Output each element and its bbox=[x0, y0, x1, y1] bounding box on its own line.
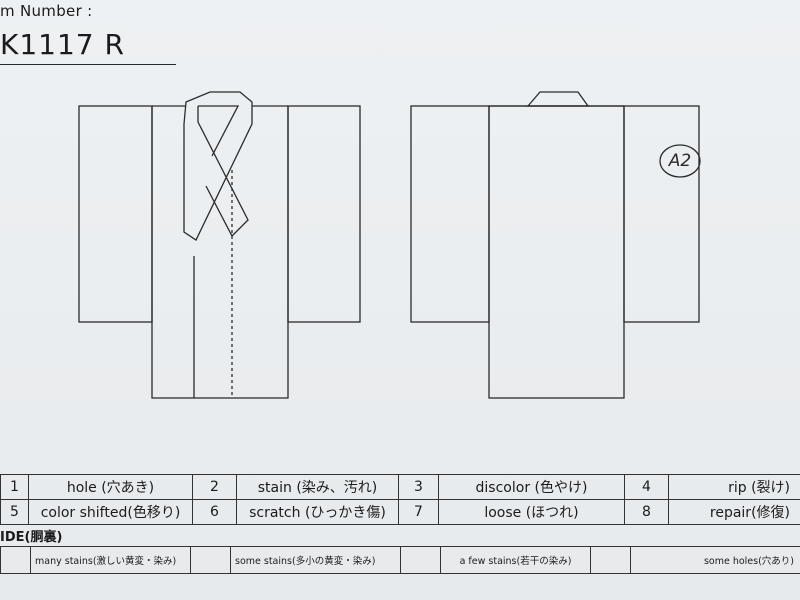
legend-row: 5 color shifted(色移り) 6 scratch (ひっかき傷) 7… bbox=[0, 499, 800, 525]
inside-lining-options: many stains(激しい黄変・染み) some stains(多小の黄変・… bbox=[0, 546, 800, 574]
inside-checkbox[interactable] bbox=[0, 546, 31, 574]
inside-lining-title: IDE(胴裏) bbox=[0, 530, 63, 545]
front-collar-inner-left bbox=[197, 106, 249, 238]
legend-num: 7 bbox=[398, 499, 439, 525]
legend-text: color shifted(色移り) bbox=[28, 499, 193, 525]
legend-text: rip (裂け) bbox=[668, 474, 800, 500]
kimono-back bbox=[410, 91, 700, 399]
legend-num: 4 bbox=[624, 474, 669, 500]
item-number-rule bbox=[0, 64, 176, 65]
grade-circle bbox=[659, 144, 701, 178]
legend-num: 2 bbox=[192, 474, 237, 500]
back-collar bbox=[526, 91, 590, 107]
inside-checkbox[interactable] bbox=[590, 546, 631, 574]
front-right-sleeve bbox=[287, 105, 361, 323]
inside-option: a few stains(若干の染み) bbox=[440, 546, 591, 574]
legend-text: repair(修復) bbox=[668, 499, 800, 525]
legend-text: loose (ほつれ) bbox=[438, 499, 625, 525]
back-body bbox=[488, 105, 625, 399]
inside-checkbox[interactable] bbox=[190, 546, 231, 574]
front-body bbox=[151, 106, 289, 399]
legend-num: 5 bbox=[0, 499, 29, 525]
inside-row: many stains(激しい黄変・染み) some stains(多小の黄変・… bbox=[0, 546, 800, 574]
legend-row: 1 hole (穴あき) 2 stain (染み、汚れ) 3 discolor … bbox=[0, 474, 800, 500]
inside-option: some stains(多小の黄変・染み) bbox=[230, 546, 401, 574]
inside-checkbox[interactable] bbox=[400, 546, 441, 574]
legend-text: scratch (ひっかき傷) bbox=[236, 499, 399, 525]
front-collar-outer bbox=[183, 91, 253, 241]
front-collar-inner-right bbox=[198, 105, 240, 157]
legend-num: 8 bbox=[624, 499, 669, 525]
back-right-sleeve bbox=[623, 105, 700, 323]
legend-num: 6 bbox=[192, 499, 237, 525]
legend-text: hole (穴あき) bbox=[28, 474, 193, 500]
defect-legend: 1 hole (穴あき) 2 stain (染み、汚れ) 3 discolor … bbox=[0, 474, 800, 525]
item-number-value: K1117 R bbox=[0, 28, 125, 61]
legend-text: stain (染み、汚れ) bbox=[236, 474, 399, 500]
legend-num: 3 bbox=[398, 474, 439, 500]
inside-option: some holes(穴あり) bbox=[630, 546, 800, 574]
grade-mark-text: A2 bbox=[668, 151, 692, 171]
kimono-front bbox=[78, 91, 361, 399]
inside-option: many stains(激しい黄変・染み) bbox=[30, 546, 191, 574]
legend-text: discolor (色やけ) bbox=[438, 474, 625, 500]
item-number-label: m Number : bbox=[0, 2, 93, 20]
back-left-sleeve bbox=[410, 105, 490, 323]
front-left-sleeve bbox=[78, 105, 153, 323]
legend-num: 1 bbox=[0, 474, 29, 500]
